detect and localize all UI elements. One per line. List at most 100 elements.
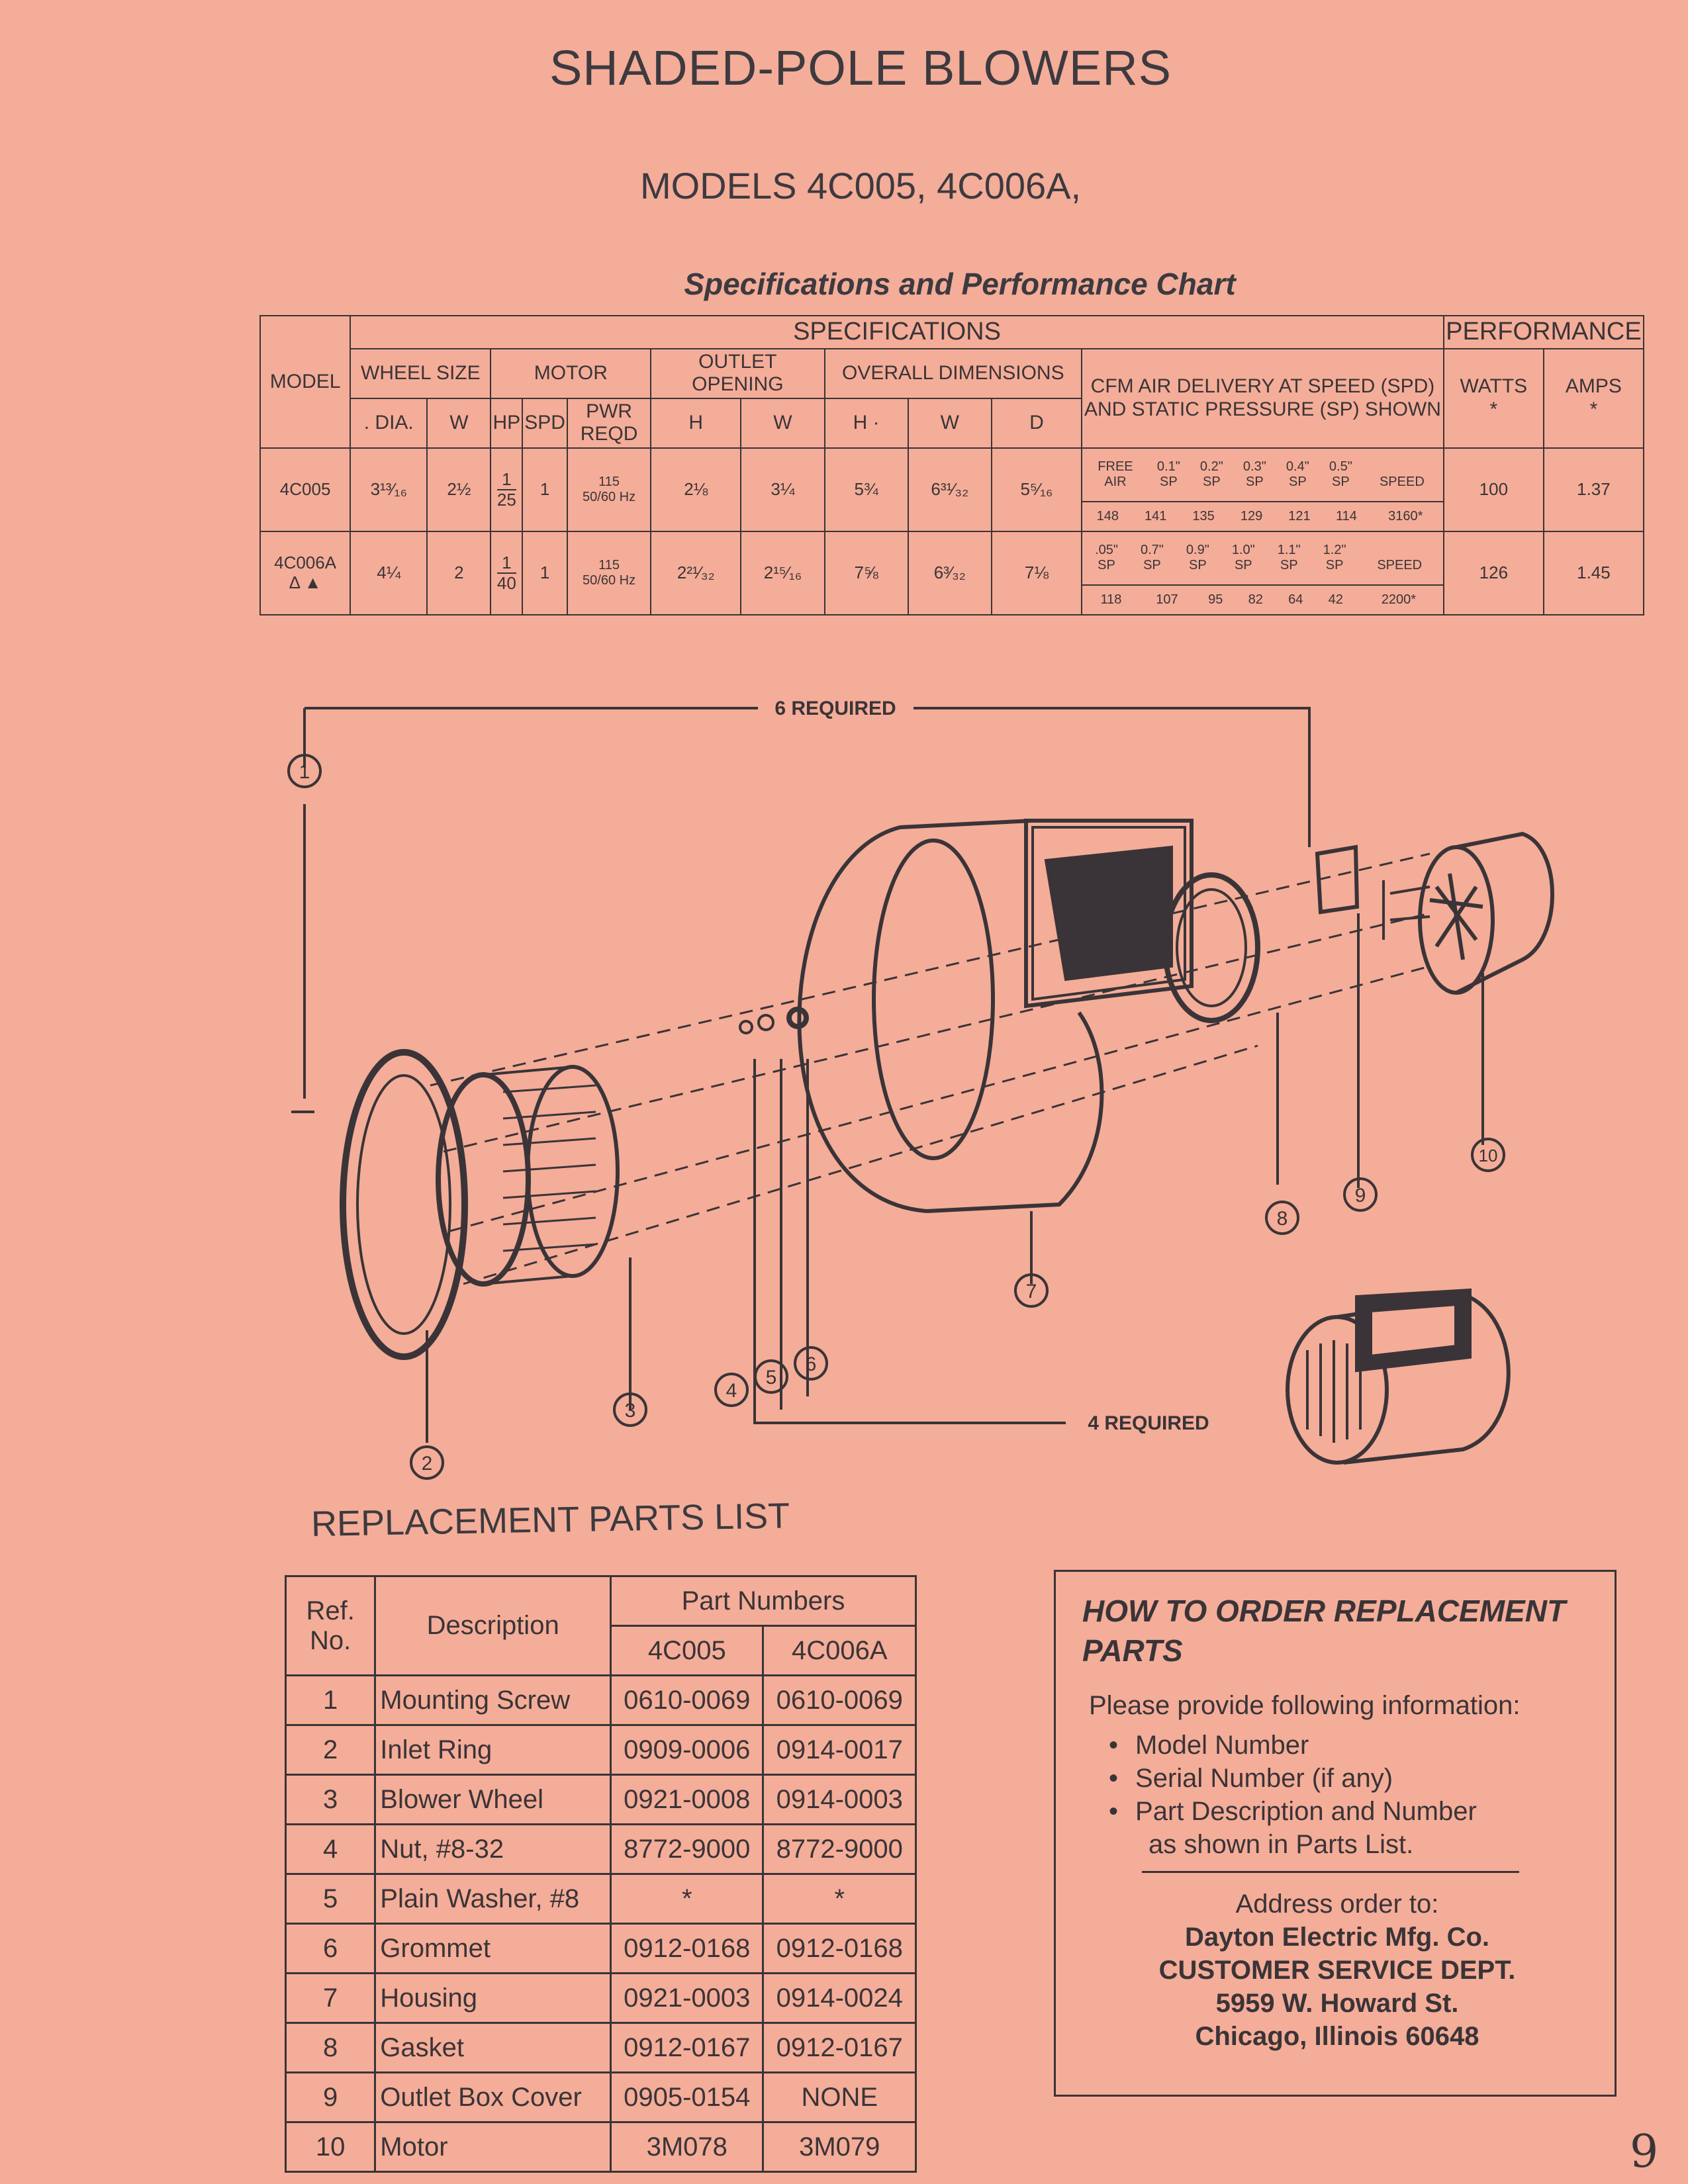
overall-w-header: W [907, 397, 992, 449]
dia-header: . DIA. [350, 397, 428, 449]
col-4c006a-header: 4C006A [762, 1625, 917, 1676]
perf-head: SP [1246, 475, 1264, 490]
part-4c006a-cell: 0912-0168 [762, 1923, 917, 1974]
ref-cell: 5 [284, 1873, 377, 1925]
perf-head: .05" [1095, 543, 1118, 558]
chart-title: Specifications and Performance Chart [684, 267, 1236, 301]
perf-head: SP [1280, 558, 1298, 573]
callout-4: 4 [726, 1380, 737, 1402]
callout-circle-6 [794, 1346, 828, 1381]
callout-9: 9 [1355, 1185, 1366, 1206]
perf-head: SP [1143, 558, 1161, 573]
hp-header: HP [490, 397, 524, 449]
cfm-value: 148 [1096, 508, 1119, 523]
ref-cell: 7 [284, 1972, 377, 2024]
ref-cell: 4 [284, 1823, 377, 1875]
callout-6: 6 [806, 1353, 817, 1375]
address-label: Address order to: [1235, 1889, 1439, 1919]
order-title: HOW TO ORDER REPLACEMENT PARTS [1082, 1594, 1566, 1668]
perf-head: SP [1160, 475, 1178, 490]
perf-head: SP [1189, 558, 1207, 573]
wheel-w-cell: 2 [426, 530, 492, 615]
perf-head: 1.1" [1277, 543, 1301, 558]
part-4c005-cell: 0909-0006 [610, 1724, 765, 1776]
page-number: 9 [1630, 2126, 1659, 2178]
perf-head: SPEED [1377, 558, 1423, 573]
part-4c006a-cell: 3M079 [762, 2121, 917, 2173]
callout-circle-8 [1265, 1201, 1299, 1235]
description-cell: Mounting Screw [374, 1674, 612, 1726]
part-4c006a-cell: * [762, 1873, 917, 1925]
spd-cell: 1 [522, 530, 568, 615]
housing [797, 819, 1033, 1213]
callout-8: 8 [1277, 1208, 1288, 1230]
callout-1: 1 [299, 761, 310, 783]
callout-circle-1 [287, 754, 322, 788]
how-to-order-box: HOW TO ORDER REPLACEMENT PARTS Please pr… [1054, 1570, 1617, 2097]
description-cell: Gasket [374, 2022, 612, 2073]
perf-head [1362, 459, 1442, 475]
part-4c005-cell: 0921-0003 [610, 1972, 765, 2024]
overall-d-header: D [990, 397, 1083, 449]
outlet-w-cell: 3¼ [740, 447, 825, 532]
street-address: 5959 W. Howard St. [1215, 1989, 1459, 2018]
description-cell: Grommet [374, 1923, 612, 1974]
perf-head: 0.5" [1329, 459, 1352, 475]
blower-wheel [436, 1072, 531, 1287]
cfm-value: 129 [1240, 508, 1263, 523]
cfm-value: 114 [1336, 508, 1357, 523]
ref-cell: 3 [284, 1774, 377, 1825]
ref-cell: 9 [284, 2071, 377, 2123]
part-4c005-cell: 0610-0069 [610, 1674, 765, 1726]
part-4c006a-cell: 0912-0167 [762, 2022, 917, 2073]
models-subtitle: MODELS 4C005, 4C006A, [639, 165, 1082, 206]
w-header: W [426, 397, 492, 449]
cfm-value: 118 [1100, 592, 1122, 607]
part-4c005-cell: 3M078 [610, 2121, 765, 2173]
watts-cell: 126 [1442, 530, 1544, 615]
perf-head: SP [1098, 558, 1115, 573]
cfm-value: 42 [1328, 592, 1343, 607]
description-cell: Outlet Box Cover [374, 2071, 612, 2123]
watts-cell: 100 [1442, 447, 1544, 532]
callout-circle-7 [1014, 1273, 1049, 1308]
perf-head: SP [1203, 475, 1221, 490]
part-4c005-cell: 0905-0154 [610, 2071, 765, 2123]
part-numbers-header: Part Numbers [610, 1575, 917, 1627]
four-required-label: 4 REQUIRED [1088, 1412, 1209, 1434]
perf-head: 0.3" [1243, 459, 1266, 475]
perf-head: 0.1" [1156, 459, 1180, 475]
dia-cell: 4¼ [350, 530, 428, 615]
pwr-reqd-header: PWR REQD [566, 397, 652, 449]
part-4c006a-cell: NONE [762, 2071, 917, 2123]
order-note: as shown in Parts List. [1149, 1830, 1414, 1859]
part-4c005-cell: 0921-0008 [610, 1774, 765, 1825]
overall-h-header: H · [823, 397, 909, 449]
inlet-ring [340, 1049, 468, 1360]
specifications-header: SPECIFICATIONS [350, 315, 1444, 349]
part-4c005-cell: * [610, 1873, 765, 1925]
perf-head: SP [1332, 475, 1350, 490]
watts-header: WATTS* [1442, 347, 1544, 449]
company-name: Dayton Electric Mfg. Co. [1184, 1923, 1490, 1952]
exploded-view-diagram: 6 REQUIRED 4 REQUIRED 1 2 3 4 5 6 7 8 9 … [287, 698, 1554, 1480]
outlet-w-header: W [740, 397, 825, 449]
city-address: Chicago, Illinois 60648 [1195, 2022, 1479, 2051]
ref-no-header: Ref. No. [284, 1575, 377, 1676]
callout-circle-4 [714, 1373, 749, 1407]
outlet-h-header: H [650, 397, 742, 449]
description-cell: Blower Wheel [374, 1774, 612, 1825]
cfm-header: CFM AIR DELIVERY AT SPEED (SPD) AND STAT… [1081, 347, 1444, 449]
outlet-h-cell: 2²¹⁄₃₂ [650, 530, 742, 615]
